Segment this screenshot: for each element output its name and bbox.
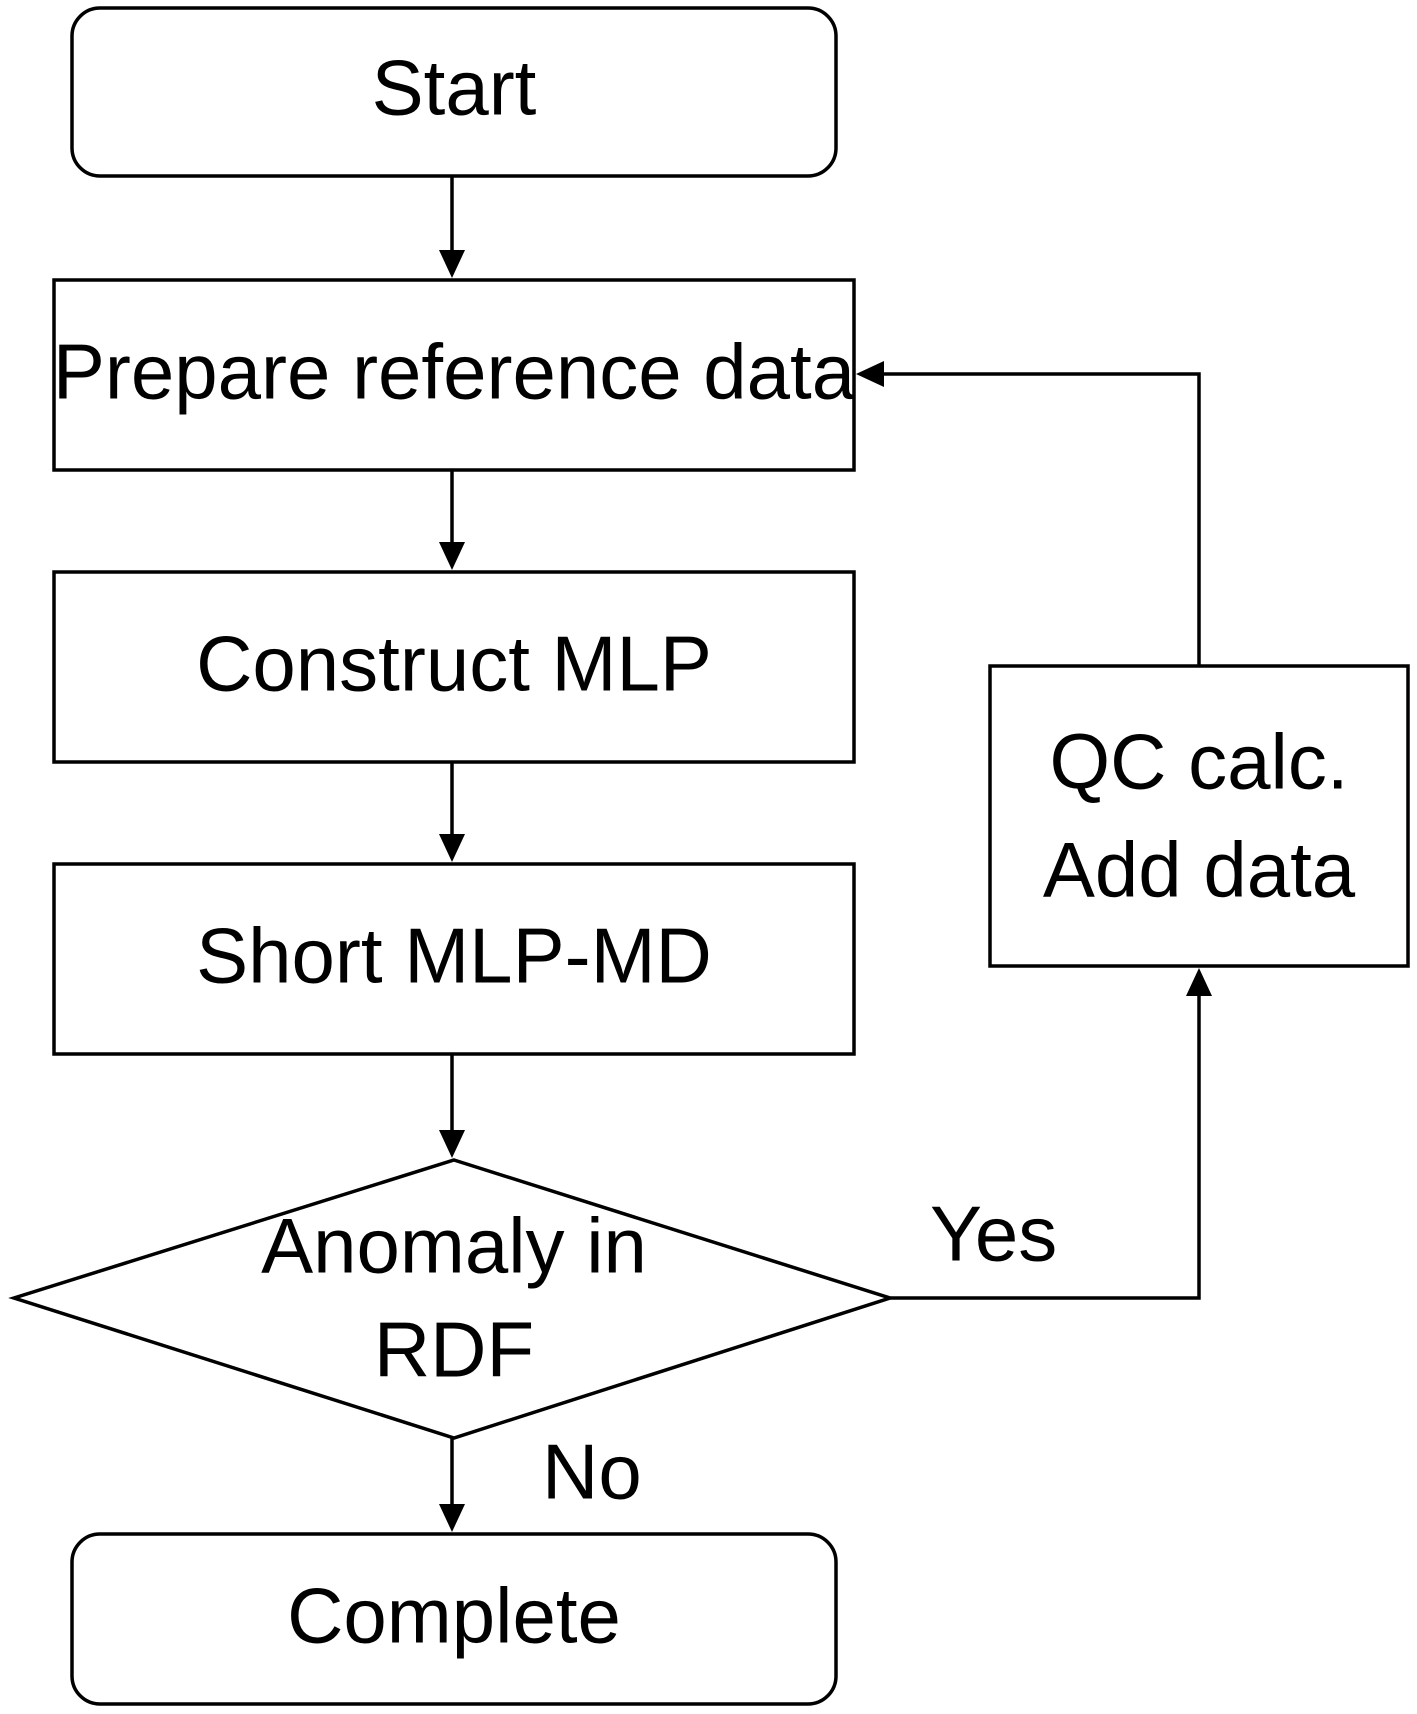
construct-mlp-label: Construct MLP xyxy=(196,620,712,708)
qc-add-data-node: QC calc. Add data xyxy=(988,664,1410,968)
arrowhead xyxy=(439,834,465,862)
no-edge-label: No xyxy=(542,1428,642,1516)
anomaly-decision-label-line1: Anomaly in xyxy=(261,1202,647,1290)
short-mlp-md-node: Short MLP-MD xyxy=(52,862,856,1056)
construct-mlp-node: Construct MLP xyxy=(52,570,856,764)
edge-prepare-to-construct xyxy=(439,470,465,570)
arrowhead xyxy=(856,361,884,387)
prepare-reference-data-node: Prepare reference data xyxy=(52,278,856,472)
arrowhead xyxy=(439,1504,465,1532)
edge-short-md-to-decision xyxy=(439,1054,465,1158)
arrowhead xyxy=(439,542,465,570)
arrowhead xyxy=(1186,968,1212,996)
complete-node: Complete xyxy=(70,1532,838,1706)
anomaly-decision-node: Anomaly in RDF xyxy=(8,1158,896,1440)
yes-edge-label: Yes xyxy=(930,1190,1057,1278)
edge-start-to-prepare xyxy=(439,176,465,278)
edge-decision-yes-to-qc xyxy=(890,968,1212,1300)
short-mlp-md-label: Short MLP-MD xyxy=(196,912,712,1000)
arrowhead xyxy=(439,250,465,278)
prepare-reference-data-label: Prepare reference data xyxy=(53,328,856,416)
complete-label: Complete xyxy=(287,1572,621,1660)
qc-add-data-label-line1: QC calc. xyxy=(1049,718,1348,806)
anomaly-decision-label-line2: RDF xyxy=(374,1306,534,1394)
edge-qc-to-prepare-loop xyxy=(856,361,1201,666)
qc-add-data-label-line2: Add data xyxy=(1043,826,1356,914)
arrowhead xyxy=(439,1130,465,1158)
edge-construct-to-short-md xyxy=(439,762,465,862)
start-node: Start xyxy=(70,6,838,178)
start-label: Start xyxy=(372,44,537,132)
edge-decision-no-to-complete xyxy=(439,1438,465,1532)
